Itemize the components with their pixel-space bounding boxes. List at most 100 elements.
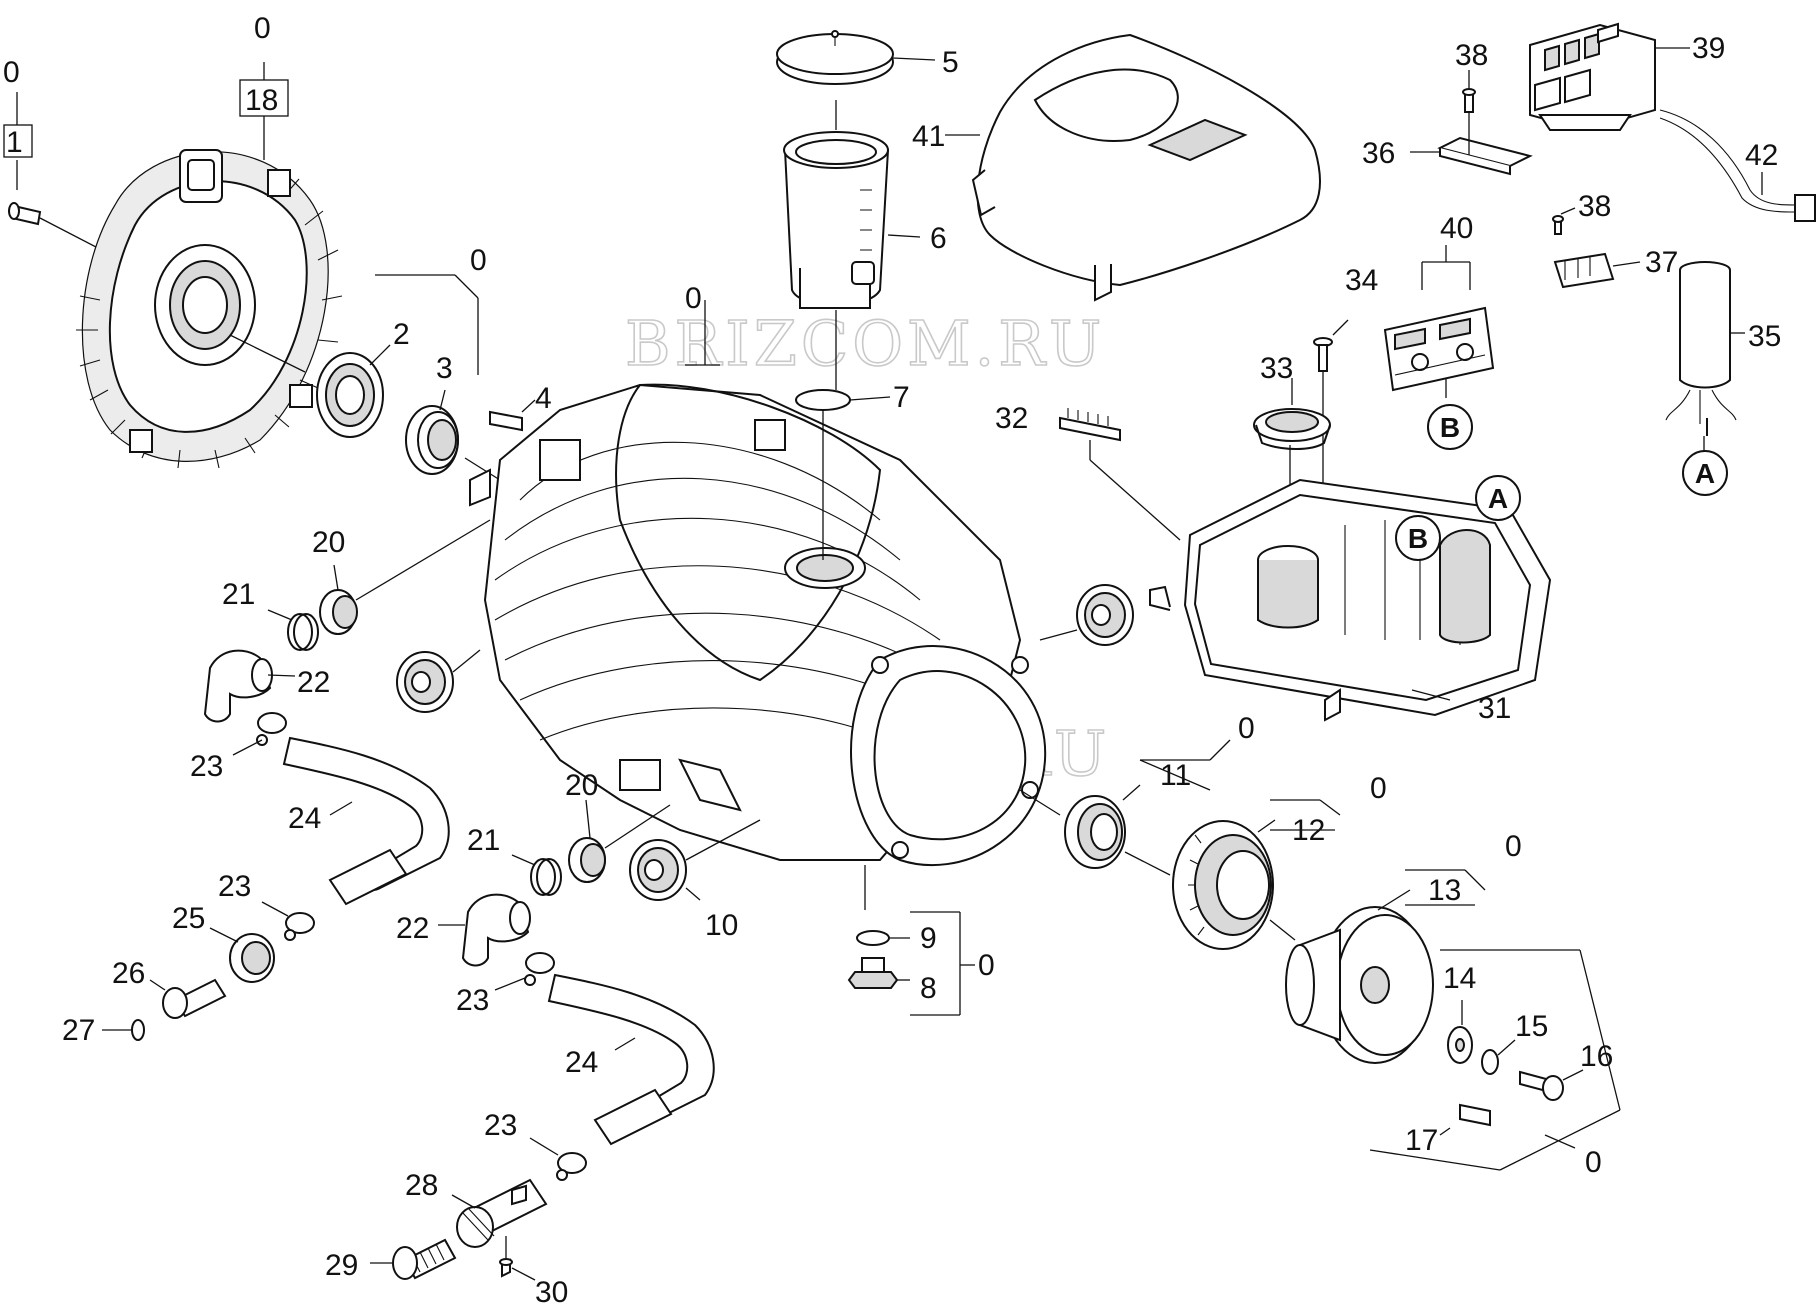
label-part-0-housing: 0 <box>685 282 702 315</box>
label-part-4: 4 <box>535 382 552 415</box>
label-part-34: 34 <box>1345 264 1378 297</box>
label-part-33: 33 <box>1260 352 1293 385</box>
label-part-40: 40 <box>1440 212 1473 245</box>
bolt-part-16 <box>1519 1069 1584 1101</box>
bearing-ring-part-3 <box>405 389 501 481</box>
callout-b-top: B <box>1427 404 1473 450</box>
label-part-21-upper: 21 <box>222 578 255 611</box>
callout-b-box: B <box>1395 515 1441 561</box>
label-part-26: 26 <box>112 957 145 990</box>
nipple-part-26 <box>149 978 227 1019</box>
svg-text:A: A <box>1695 458 1715 489</box>
label-part-0-screw: 0 <box>3 56 20 89</box>
label-part-25: 25 <box>172 902 205 935</box>
drain-plug-part-8 <box>847 957 910 989</box>
screw-part-30 <box>499 1236 536 1281</box>
elbow-part-22-upper <box>203 649 296 723</box>
terminal-part-37 <box>1553 252 1641 289</box>
key-part-4 <box>489 399 536 432</box>
label-part-20-lower: 20 <box>565 769 598 802</box>
label-part-31: 31 <box>1478 692 1511 725</box>
roller-left-upper <box>396 649 481 713</box>
hose-part-24-upper <box>282 736 450 906</box>
svg-text:B: B <box>1408 523 1428 554</box>
top-cover-part-41 <box>945 33 1321 302</box>
label-part-10: 10 <box>705 909 738 942</box>
label-part-23-mid: 23 <box>218 870 251 903</box>
label-part-24-upper: 24 <box>288 802 321 835</box>
label-part-35: 35 <box>1748 320 1781 353</box>
label-part-16: 16 <box>1580 1040 1613 1073</box>
screw-part-38-mid <box>1552 207 1576 235</box>
shaft-seal-part-11 <box>1019 784 1171 876</box>
label-part-39: 39 <box>1692 32 1725 65</box>
label-part-15: 15 <box>1515 1010 1548 1043</box>
label-part-3: 3 <box>436 352 453 385</box>
label-part-0-drain: 0 <box>978 949 995 982</box>
label-part-20-upper: 20 <box>312 526 345 559</box>
label-part-9: 9 <box>920 922 937 955</box>
callout-a-box: A <box>1475 475 1521 521</box>
label-part-12: 12 <box>1292 814 1325 847</box>
sleeve-part-20-upper <box>319 519 491 635</box>
hose-part-24-lower <box>547 973 715 1146</box>
label-part-7: 7 <box>893 381 910 414</box>
label-part-0-bearing2: 0 <box>1370 772 1387 805</box>
roller-part-10 <box>629 819 761 901</box>
o-ring-part-27 <box>102 1019 145 1041</box>
label-part-14: 14 <box>1443 962 1476 995</box>
contactor-part-39 <box>1529 22 1690 132</box>
label-part-23-lower: 23 <box>456 984 489 1017</box>
svg-text:A: A <box>1488 483 1508 514</box>
wire-harness-part-42 <box>1659 109 1816 222</box>
label-part-1: 1 <box>6 126 23 159</box>
lock-washer-part-15 <box>1481 1039 1516 1075</box>
label-part-37: 37 <box>1645 246 1678 279</box>
label-part-27: 27 <box>62 1014 95 1047</box>
label-part-41: 41 <box>912 120 945 153</box>
fan-hub-part-13 <box>1285 889 1434 1064</box>
roller-right <box>1039 584 1134 646</box>
clamp-part-23-mid <box>261 901 315 941</box>
clamp-part-23-lower <box>494 952 555 991</box>
washer-part-14 <box>1447 1000 1473 1064</box>
terminal-box-part-31 <box>1149 478 1552 722</box>
strainer-part-29 <box>370 1238 457 1280</box>
elbow-part-22-lower <box>438 893 531 967</box>
label-part-0-seal: 0 <box>1238 712 1255 745</box>
main-housing <box>469 383 1047 867</box>
ball-bearing-part-2 <box>229 334 391 438</box>
label-part-0-flange: 0 <box>254 12 271 45</box>
label-part-23-bottom: 23 <box>484 1109 517 1142</box>
label-part-38-top: 38 <box>1455 39 1488 72</box>
label-part-22-upper: 22 <box>297 666 330 699</box>
roller-bearing-part-12 <box>1172 819 1296 950</box>
label-part-18: 18 <box>245 84 278 117</box>
label-part-8: 8 <box>920 972 937 1005</box>
watermark-top: BRIZCOM.RU <box>625 307 1105 380</box>
screw-part-1 <box>8 202 151 276</box>
screw-part-38-top <box>1462 70 1476 155</box>
o-ring-part-9 <box>856 930 910 946</box>
key-part-17 <box>1439 1103 1491 1136</box>
label-part-38-mid: 38 <box>1578 190 1611 223</box>
label-part-32: 32 <box>995 402 1028 435</box>
label-part-30: 30 <box>535 1276 568 1306</box>
label-part-36: 36 <box>1362 137 1395 170</box>
connector-strip-part-32 <box>1059 408 1181 541</box>
label-part-28: 28 <box>405 1169 438 1202</box>
o-ring-part-21-upper <box>267 609 319 651</box>
label-part-23-upper: 23 <box>190 750 223 783</box>
label-part-11: 11 <box>1160 759 1191 792</box>
label-part-17: 17 <box>1405 1124 1438 1157</box>
label-part-5: 5 <box>942 46 959 79</box>
sleeve-part-20-lower <box>568 799 671 883</box>
label-part-24-lower: 24 <box>565 1046 598 1079</box>
clamp-part-23-upper <box>232 712 287 756</box>
label-part-21-lower: 21 <box>467 824 500 857</box>
motor-flange-part-18 <box>76 149 343 469</box>
label-part-13: 13 <box>1428 874 1461 907</box>
label-part-0-fan: 0 <box>1505 830 1522 863</box>
o-ring-part-7 <box>795 310 891 560</box>
label-part-42: 42 <box>1745 139 1778 172</box>
